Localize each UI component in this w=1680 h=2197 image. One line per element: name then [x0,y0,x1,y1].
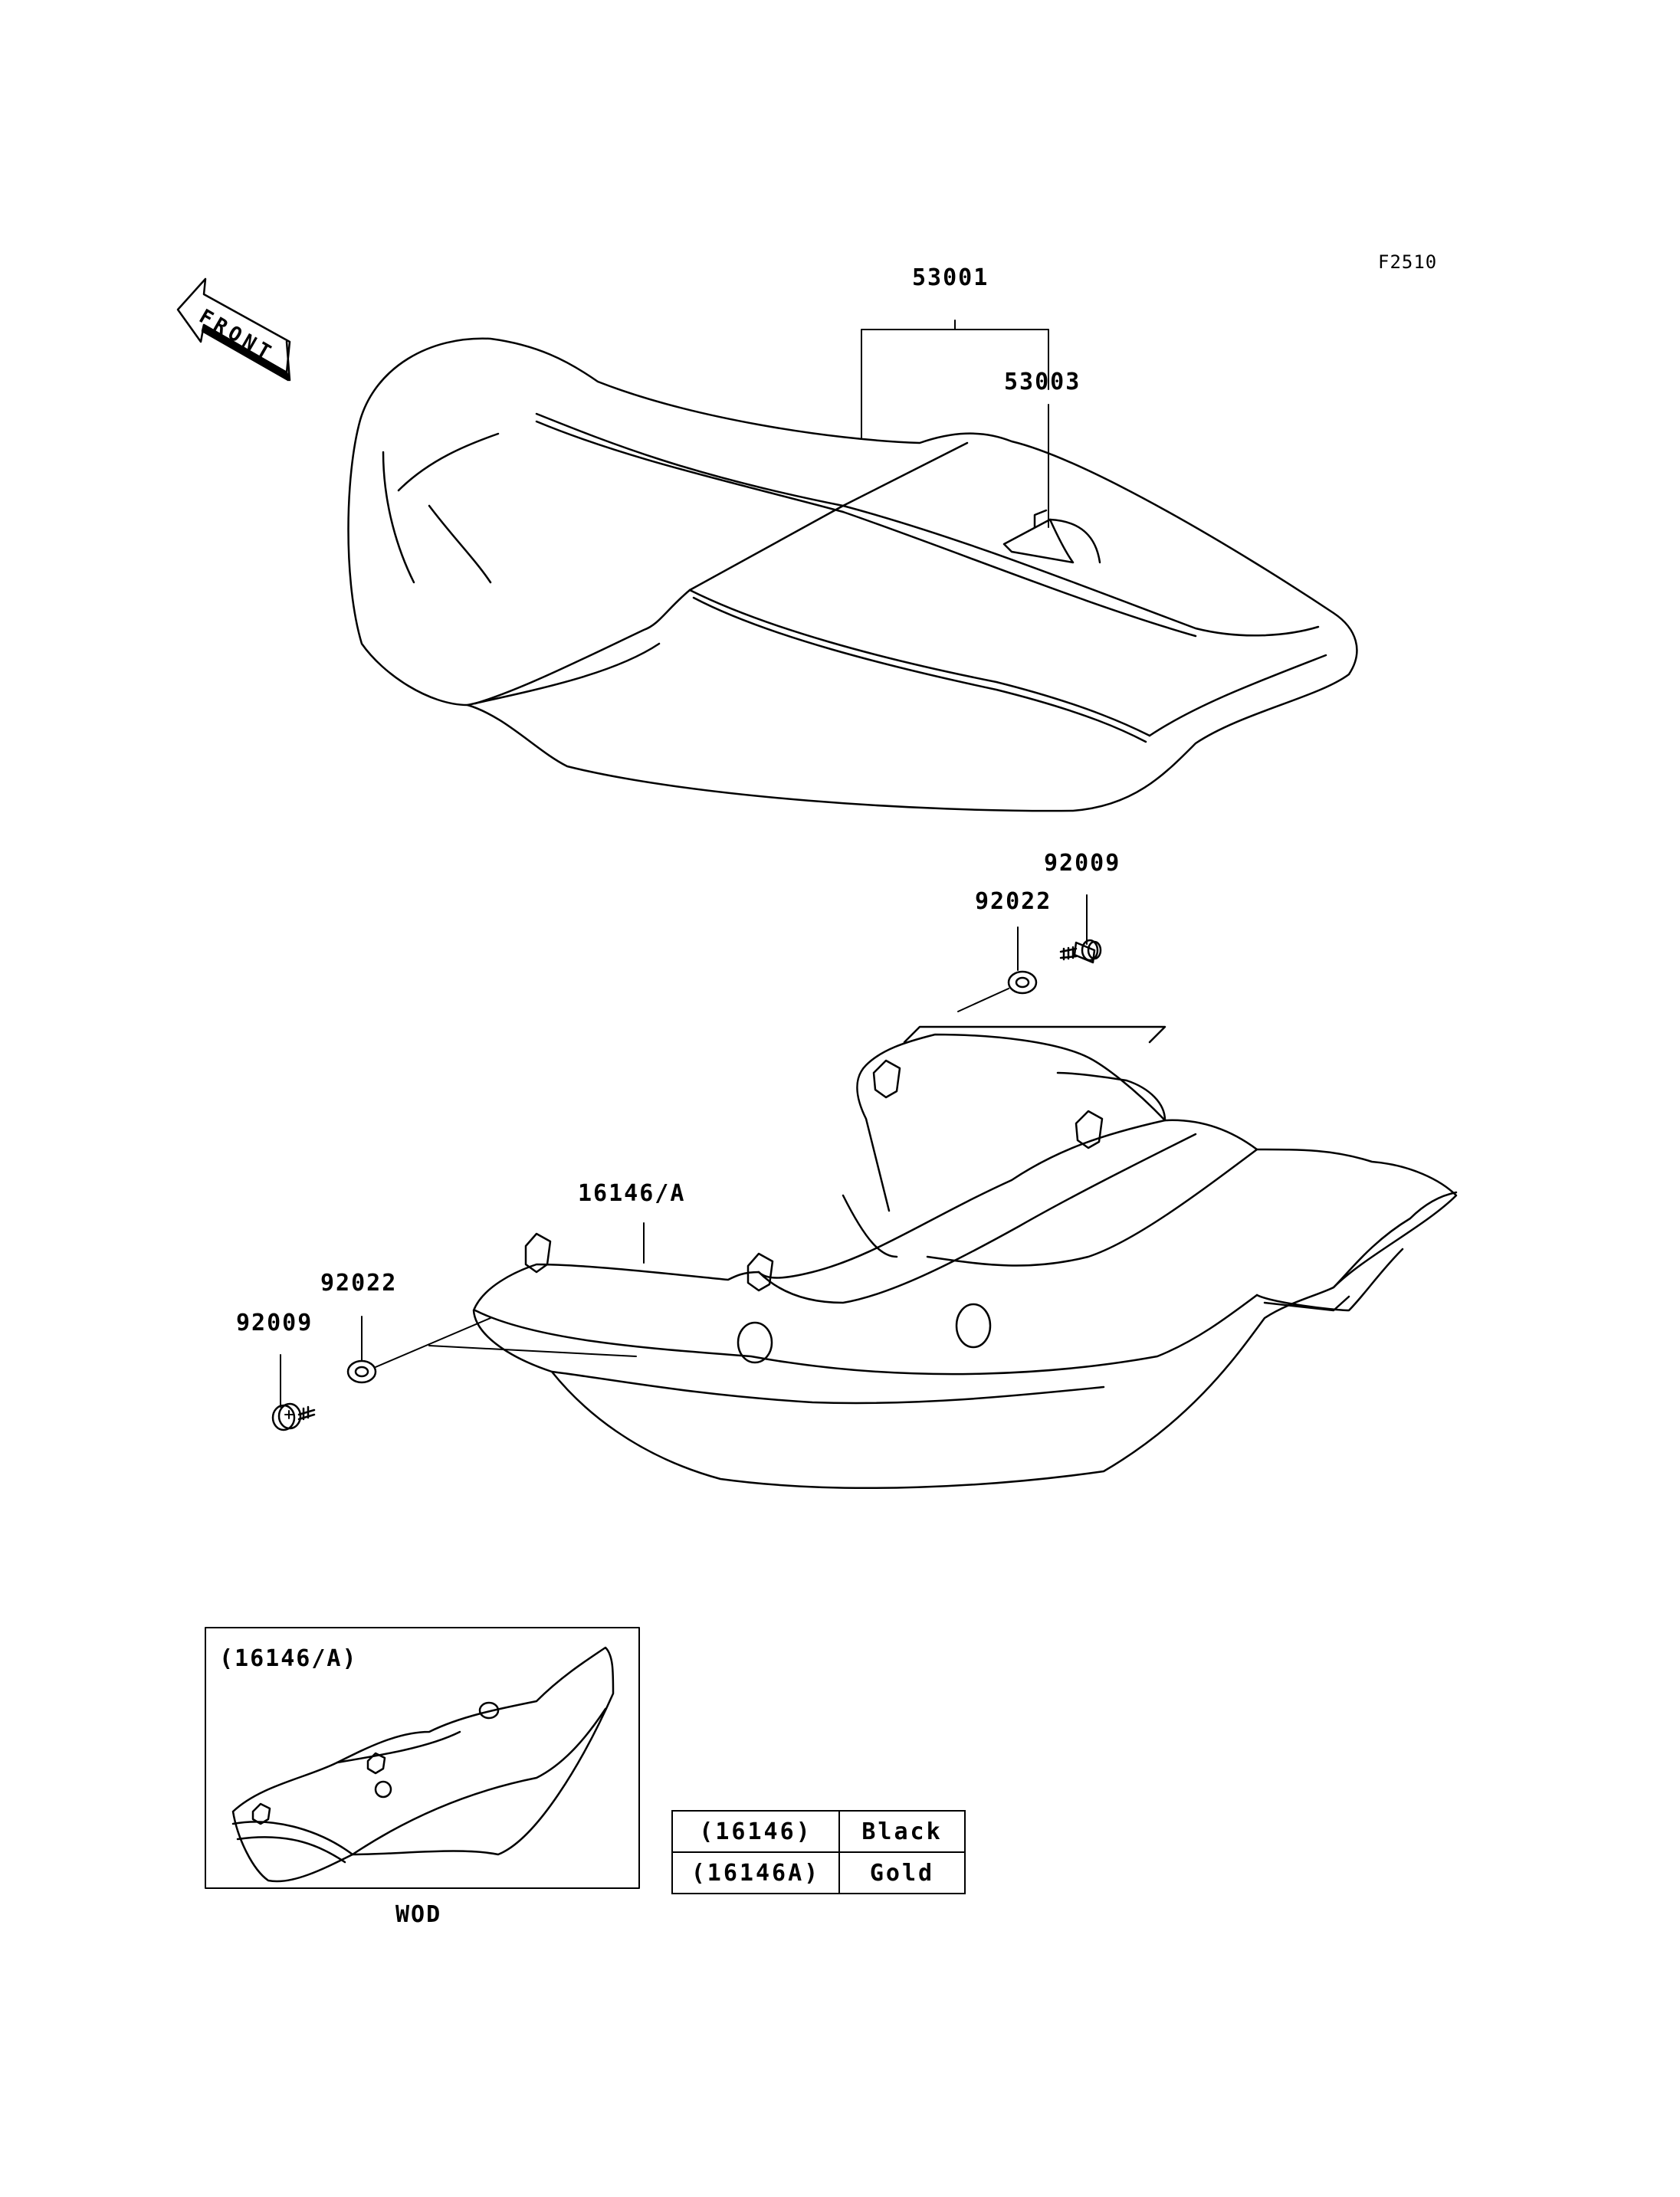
color-table-code: (16146) [671,1810,840,1853]
color-table: (16146) Black (16146A) Gold [671,1810,966,1894]
part-label-92009-left: 92009 [236,1310,313,1336]
front-arrow-icon: FRONT [176,277,291,382]
seat-leader-lines [861,320,1049,528]
part-label-92009-right: 92009 [1044,850,1121,877]
inset-box [205,1627,640,1889]
part-label-92022-right: 92022 [975,888,1052,915]
washer-right-drawing [957,926,1038,1012]
color-table-row: (16146) Black [671,1810,966,1853]
part-label-92022-left: 92022 [320,1270,398,1297]
color-table-color: Gold [838,1851,966,1894]
washer-left-drawing [346,1316,637,1384]
inset-side-cover-drawing [231,1646,615,1883]
color-table-code: (16146A) [671,1851,840,1894]
part-label-53001: 53001 [912,264,989,291]
inset-caption: WOD [395,1901,442,1928]
side-cover-drawing [472,1025,1458,1490]
part-label-53003: 53003 [1004,369,1081,395]
seat-drawing [347,337,1358,812]
color-table-color: Black [838,1810,966,1853]
inset-title: (16146/A) [219,1645,358,1672]
figure-code: F2510 [1378,251,1438,273]
part-label-16146A: 16146/A [578,1180,686,1207]
bolt-left-drawing [271,1354,316,1431]
color-table-row: (16146A) Gold [671,1851,966,1894]
bolt-right-drawing [1059,894,1102,964]
